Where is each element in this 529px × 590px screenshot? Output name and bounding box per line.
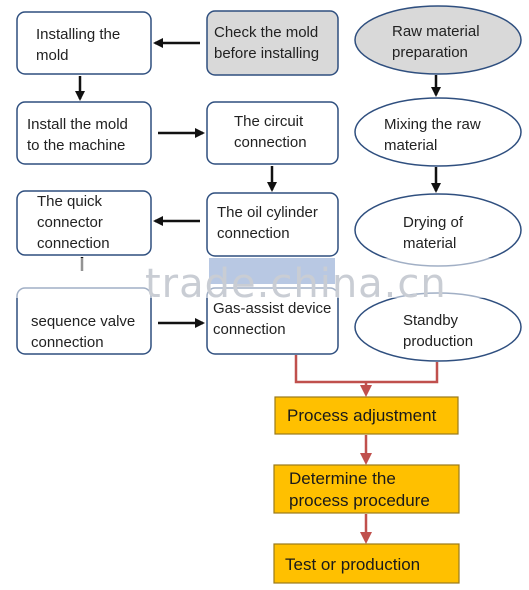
node-drying: Drying of material: [354, 193, 522, 267]
node-oil-cylinder-line-1: The oil cylinder: [217, 204, 318, 221]
node-mixing: Mixing the raw material: [354, 97, 522, 167]
node-oil-cylinder-line-2: connection: [217, 225, 290, 242]
node-oil-cylinder: The oil cylinder connection: [206, 192, 339, 257]
node-drying-line-2: material: [403, 235, 456, 252]
svg-text:Test or production: Test or production: [285, 555, 420, 574]
node-quick-connector: The quick connector connection: [16, 190, 152, 256]
watermark-haze: [0, 258, 529, 298]
node-test-production-line-1: Test or production: [285, 555, 420, 574]
watermark-text: trade.china.cn: [145, 261, 447, 307]
node-sequence-valve: sequence valve connection: [16, 287, 152, 355]
node-gas-assist: Gas-assist device connection: [206, 287, 339, 355]
node-sequence-valve-line-1: sequence valve: [31, 313, 135, 330]
node-standby: Standby production: [354, 292, 522, 362]
node-gas-assist-line-2: connection: [213, 321, 286, 338]
node-check-mold-line-1: Check the mold: [214, 24, 318, 41]
node-standby-line-2: production: [403, 333, 473, 350]
node-installing-mold-line-1: Installing the: [36, 26, 120, 43]
node-install-machine: Install the mold to the machine: [16, 101, 152, 165]
node-determine-procedure: Determine the process procedure: [273, 464, 460, 514]
node-mixing-line-1: Mixing the raw: [384, 116, 481, 133]
node-installing-mold-line-2: mold: [36, 47, 69, 64]
node-determine-procedure-line-1: Determine the: [289, 469, 396, 488]
connector-standby-to-adjustment: [366, 362, 439, 384]
node-circuit-line-2: connection: [234, 134, 307, 151]
node-circuit-line-1: The circuit: [234, 113, 304, 130]
node-install-machine-line-1: Install the mold: [27, 116, 128, 133]
node-check-mold: Check the mold before installing: [206, 10, 339, 76]
node-quick-connector-line-3: connection: [37, 235, 110, 252]
node-circuit: The circuit connection: [206, 101, 339, 165]
node-quick-connector-line-2: connector: [37, 214, 103, 231]
node-standby-line-1: Standby: [403, 312, 459, 329]
node-raw-material: Raw material preparation: [354, 5, 522, 75]
node-process-adjustment-line-1: Process adjustment: [287, 406, 437, 425]
node-installing-mold: Installing the mold: [16, 11, 152, 75]
node-install-machine-line-2: to the machine: [27, 137, 125, 154]
connector-gas-to-adjustment: [294, 355, 366, 384]
node-raw-material-line-1: Raw material: [392, 23, 480, 40]
node-process-adjustment: Process adjustment: [274, 396, 459, 435]
node-check-mold-line-2: before installing: [214, 45, 319, 62]
node-sequence-valve-line-2: connection: [31, 334, 104, 351]
watermark: trade.china.cn: [0, 258, 529, 307]
node-raw-material-line-2: preparation: [392, 44, 468, 61]
node-quick-connector-line-1: The quick: [37, 193, 103, 210]
node-drying-line-1: Drying of: [403, 214, 464, 231]
node-determine-procedure-line-2: process procedure: [289, 491, 430, 510]
node-mixing-line-2: material: [384, 137, 437, 154]
svg-text:Process adjustment: Process adjustment: [287, 406, 437, 425]
node-test-production: Test or production: [273, 543, 460, 584]
node-gas-assist-line-1: Gas-assist device: [213, 300, 331, 317]
